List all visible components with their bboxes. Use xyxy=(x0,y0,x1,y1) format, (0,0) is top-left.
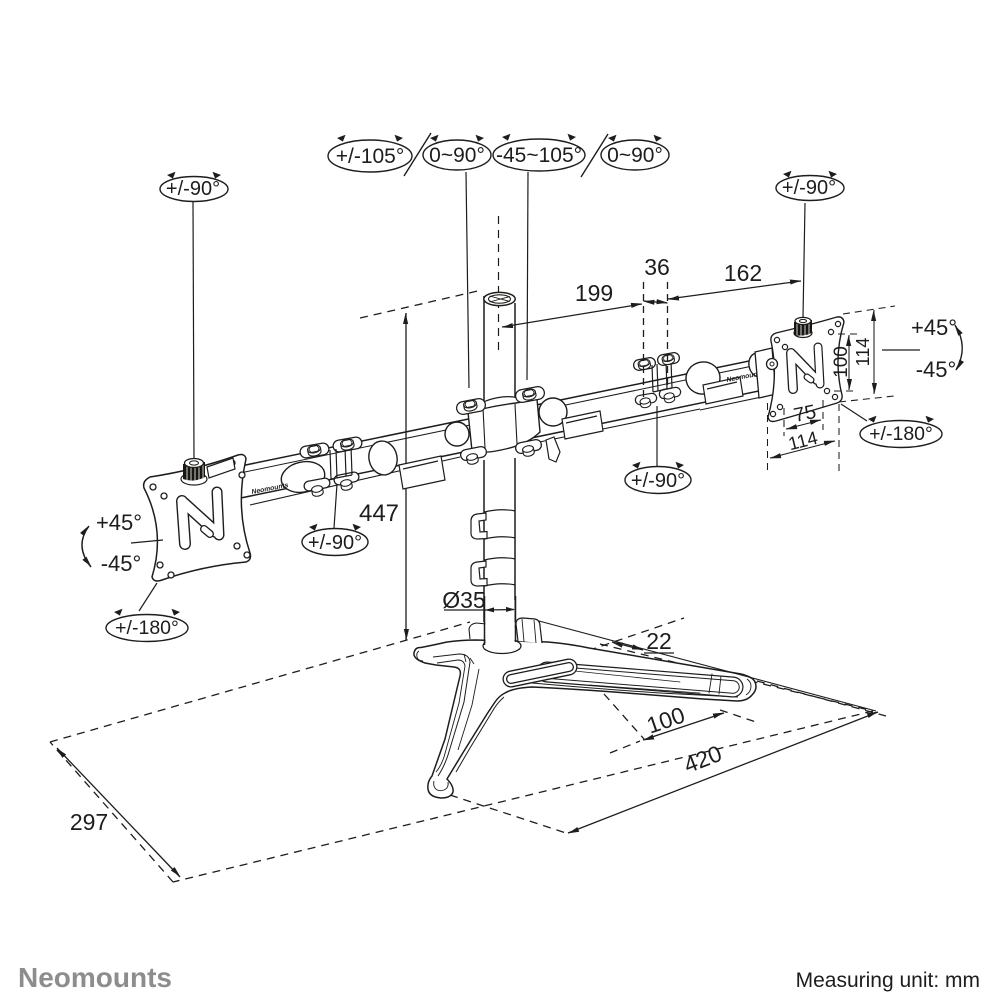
svg-text:0~90°: 0~90° xyxy=(607,144,663,167)
svg-text:+/-90°: +/-90° xyxy=(166,178,220,200)
svg-text:22: 22 xyxy=(646,628,672,654)
svg-text:+45°: +45° xyxy=(96,510,142,535)
svg-text:114: 114 xyxy=(853,338,873,367)
svg-text:+/-180°: +/-180° xyxy=(869,423,933,445)
svg-text:199: 199 xyxy=(575,280,613,306)
svg-text:Measuring unit: mm: Measuring unit: mm xyxy=(796,969,980,992)
svg-text:+45°: +45° xyxy=(911,315,957,340)
svg-text:-45°: -45° xyxy=(916,357,957,382)
svg-text:75: 75 xyxy=(792,401,818,427)
svg-text:36: 36 xyxy=(644,254,670,280)
svg-text:+/-90°: +/-90° xyxy=(782,177,836,199)
svg-text:Ø35: Ø35 xyxy=(442,587,485,613)
svg-text:0~90°: 0~90° xyxy=(429,144,485,167)
svg-text:100: 100 xyxy=(831,346,852,378)
svg-text:162: 162 xyxy=(724,260,762,286)
svg-text:+/-105°: +/-105° xyxy=(336,145,405,168)
svg-text:297: 297 xyxy=(70,809,108,835)
svg-text:-45~105°: -45~105° xyxy=(496,144,582,167)
svg-text:+/-90°: +/-90° xyxy=(631,470,685,492)
svg-text:Neomounts: Neomounts xyxy=(18,962,172,993)
svg-text:447: 447 xyxy=(359,500,399,527)
svg-text:+/-90°: +/-90° xyxy=(308,532,362,554)
svg-text:-45°: -45° xyxy=(101,551,142,576)
svg-text:+/-180°: +/-180° xyxy=(115,617,179,639)
